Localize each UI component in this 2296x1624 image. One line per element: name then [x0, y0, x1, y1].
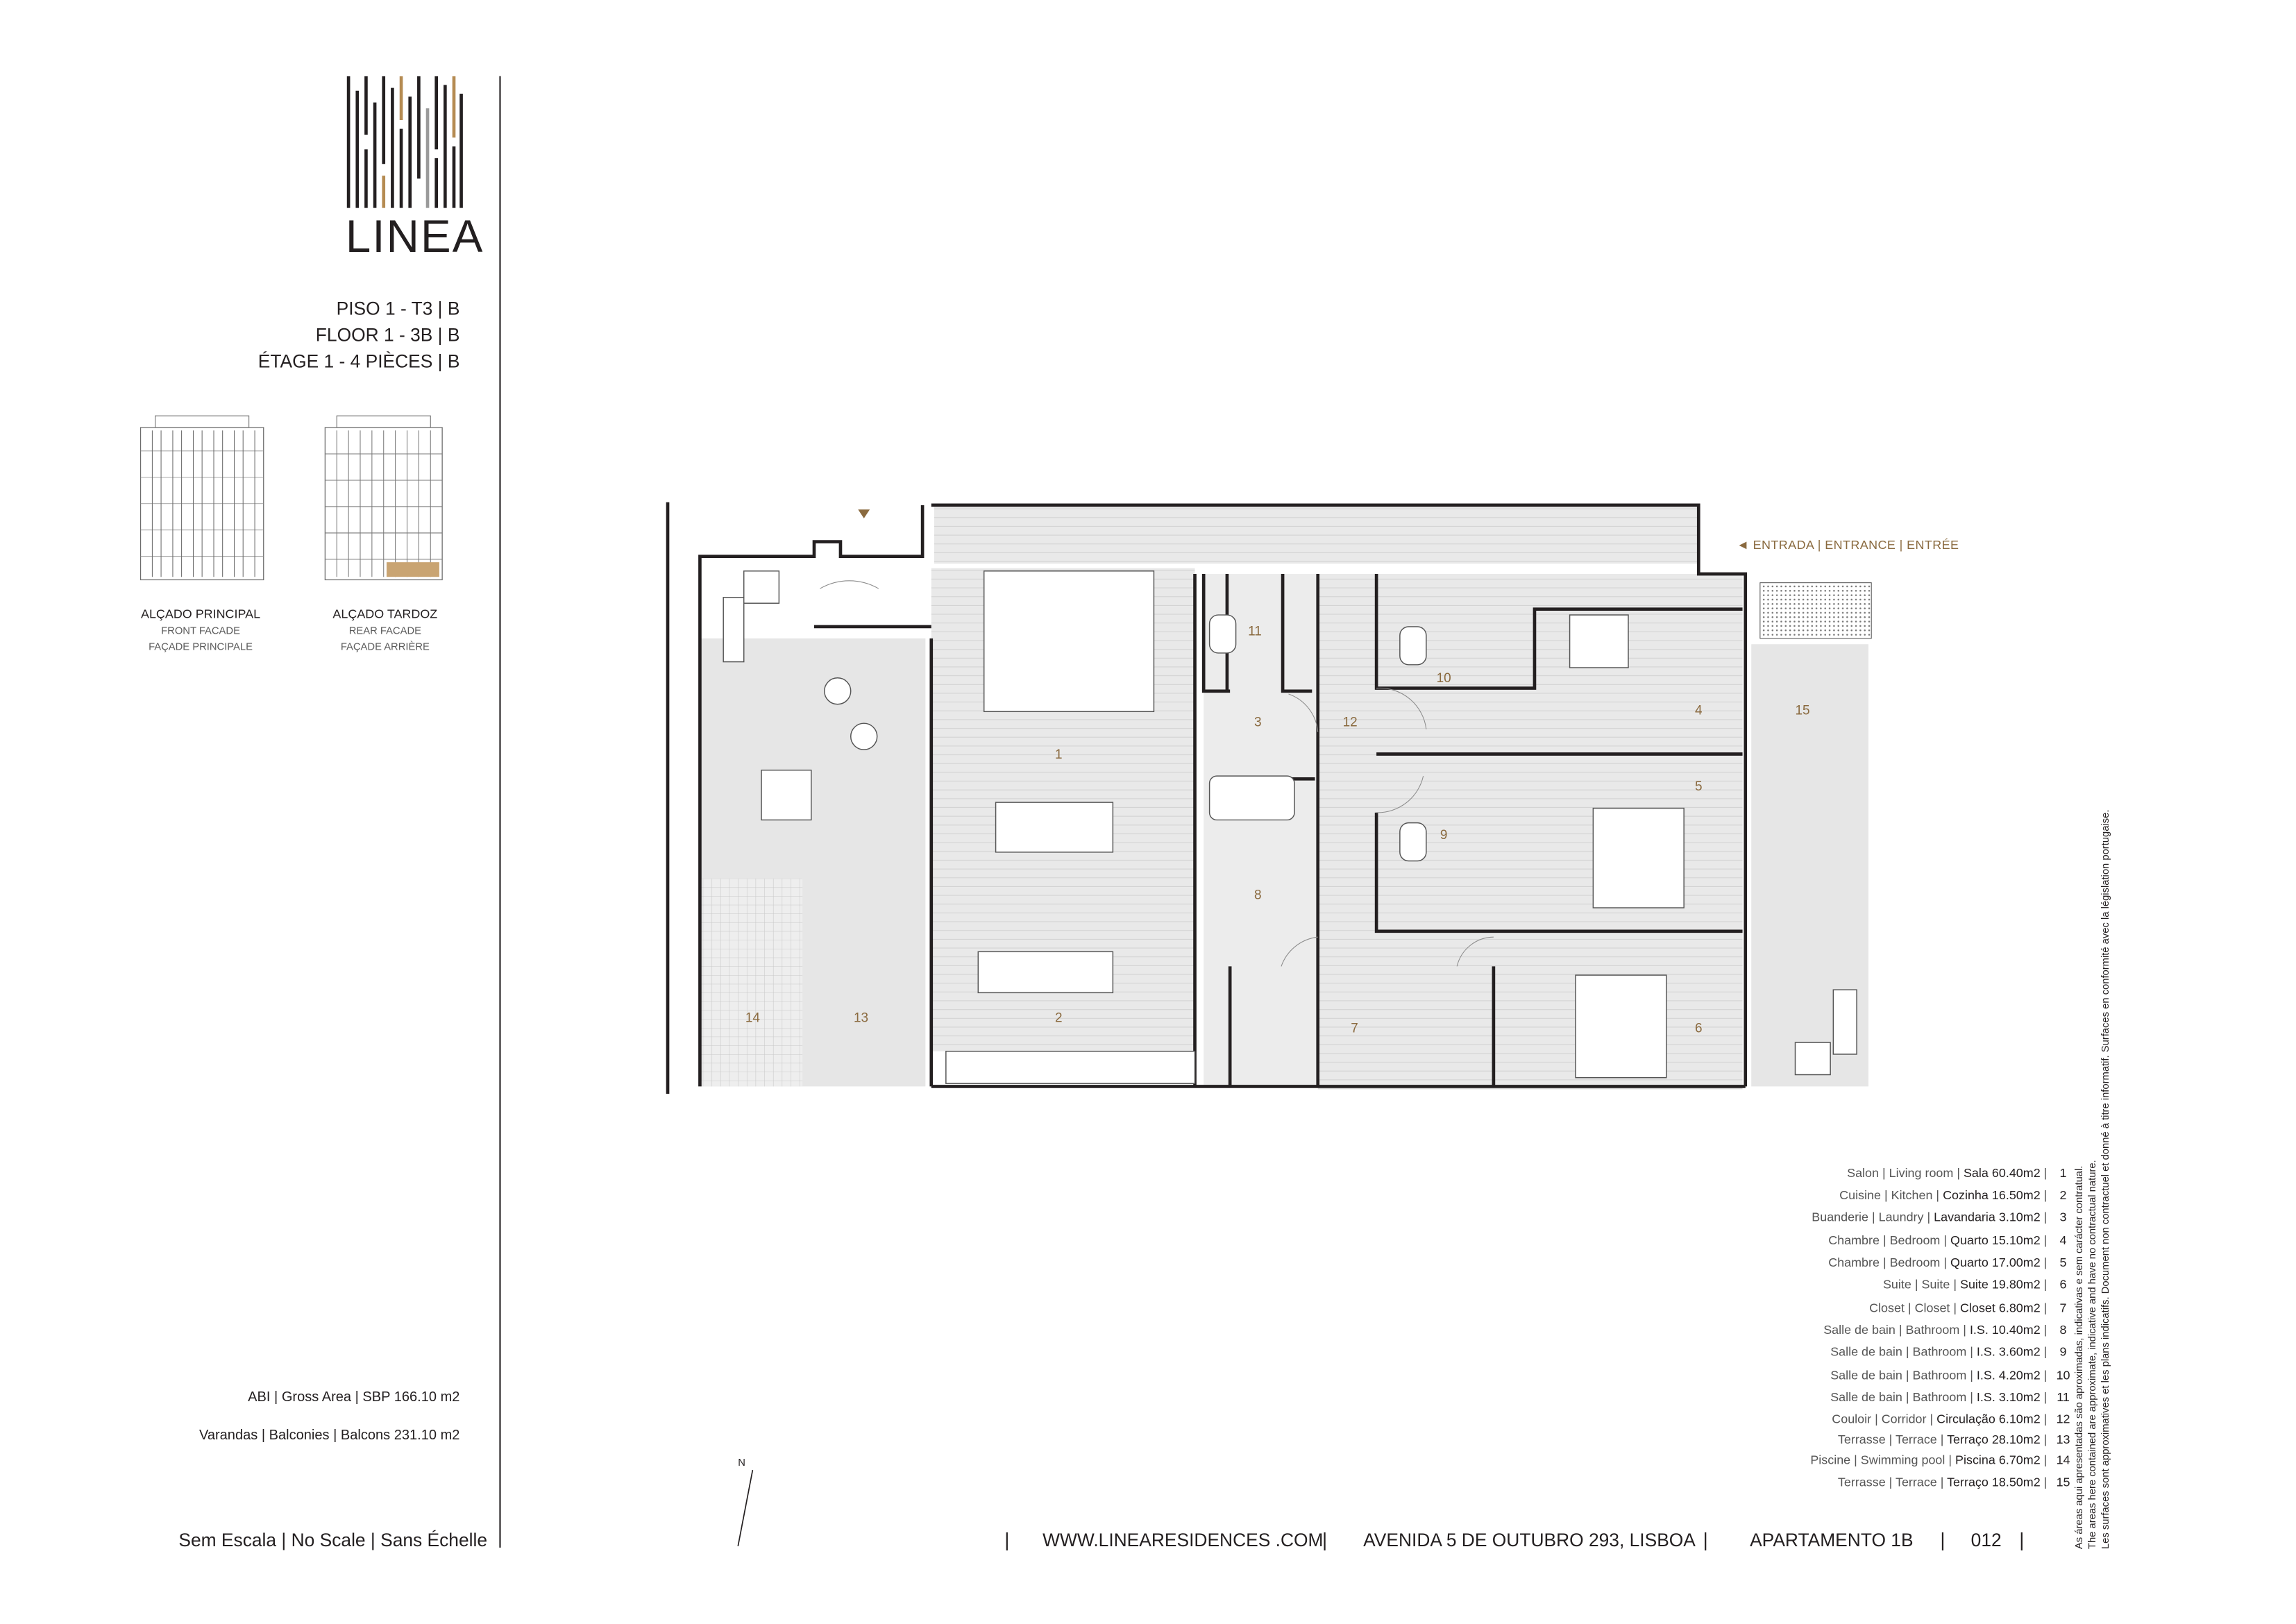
- footer-page-number: 012: [1970, 1530, 2002, 1551]
- legend-row: Salle de bain | Bathroom | I.S. 10.40m2 …: [1823, 1322, 2048, 1337]
- plan-title-pt: PISO 1 - T3 | B: [336, 298, 460, 319]
- front-facade-thumbnail: [140, 415, 264, 581]
- legend-num: 8: [2059, 1322, 2067, 1337]
- legend-row: Salle de bain | Bathroom | I.S. 3.60m2 |: [1830, 1344, 2048, 1359]
- logo-bars-graphic: [346, 76, 463, 208]
- room-label-5: 5: [1695, 779, 1703, 794]
- footer-separator: |: [1940, 1528, 1945, 1551]
- footer-apartment: APARTAMENTO 1B: [1750, 1530, 1914, 1551]
- footer-separator: |: [1322, 1528, 1328, 1551]
- legend-row: Piscine | Swimming pool | Piscina 6.70m2…: [1810, 1452, 2048, 1467]
- service-core-floor: [1204, 574, 1318, 1087]
- room-label-3: 3: [1254, 715, 1262, 729]
- legend-row: Terrasse | Terrace | Terraço 28.10m2 |: [1837, 1432, 2048, 1447]
- disclaimer-en: The areas here contained are approximate…: [2088, 1160, 2099, 1550]
- plan-title-en: FLOOR 1 - 3B | B: [315, 325, 460, 346]
- balconies-area: Varandas | Balconies | Balcons 231.10 m2: [199, 1427, 460, 1444]
- entry-marker-icon: [858, 509, 870, 518]
- room-label-11: 11: [1248, 625, 1262, 639]
- legend-row: Chambre | Bedroom | Quarto 15.10m2 |: [1828, 1233, 2048, 1248]
- room-label-15: 15: [1795, 704, 1809, 718]
- legend-num: 11: [2057, 1389, 2070, 1405]
- footer-separator: |: [2019, 1528, 2025, 1551]
- floor-plan-drawing: 1 2 3 4 5 6 7 8 9 10 11 12 13 14 15: [666, 502, 1872, 1094]
- room-label-8: 8: [1254, 888, 1262, 902]
- legend-num: 4: [2059, 1233, 2067, 1248]
- front-facade-sub-en: FRONT FACADE: [161, 626, 240, 637]
- disclaimer-vertical: As áreas aqui apresentadas são aproximad…: [2073, 810, 2113, 1549]
- legend-num: 14: [2056, 1452, 2070, 1467]
- legend-row: Cuisine | Kitchen | Cozinha 16.50m2 |: [1839, 1187, 2048, 1203]
- room-label-2: 2: [1055, 1011, 1063, 1026]
- legend-row: Closet | Closet | Closet 6.80m2 |: [1869, 1300, 2048, 1315]
- room-label-4: 4: [1695, 704, 1703, 718]
- legend-row: Salon | Living room | Sala 60.40m2 |: [1847, 1165, 2048, 1181]
- rear-facade-title: ALÇADO TARDOZ: [332, 606, 438, 621]
- legend-num: 3: [2059, 1209, 2067, 1224]
- room-label-10: 10: [1437, 671, 1451, 686]
- legend-row: Terrasse | Terrace | Terraço 18.50m2 |: [1837, 1474, 2048, 1489]
- legend-num: 1: [2059, 1165, 2067, 1181]
- north-arrow-icon: [737, 1469, 754, 1547]
- legend-num: 9: [2059, 1344, 2067, 1359]
- legend-row: Salle de bain | Bathroom | I.S. 4.20m2 |: [1830, 1367, 2048, 1382]
- legend-num: 5: [2059, 1255, 2067, 1270]
- room-label-6: 6: [1695, 1021, 1703, 1035]
- legend-num: 10: [2056, 1367, 2070, 1382]
- rear-facade-sub-fr: FAÇADE ARRIÈRE: [340, 643, 430, 653]
- legend-num: 2: [2059, 1187, 2067, 1203]
- front-facade-caption: ALÇADO PRINCIPAL FRONT FACADE FAÇADE PRI…: [117, 606, 285, 653]
- footer-address: AVENIDA 5 DE OUTUBRO 293, LISBOA: [1363, 1530, 1696, 1551]
- legend-row: Salle de bain | Bathroom | I.S. 3.10m2 |: [1830, 1389, 2048, 1405]
- plan-title-fr: ÉTAGE 1 - 4 PIÈCES | B: [258, 351, 460, 372]
- scale-note: Sem Escala | No Scale | Sans Échelle: [178, 1530, 488, 1551]
- panel-divider: [499, 76, 501, 1548]
- rear-facade-thumbnail: [324, 415, 443, 581]
- legend-row: Couloir | Corridor | Circulação 6.10m2 |: [1832, 1411, 2048, 1426]
- legend-num: 12: [2056, 1411, 2070, 1426]
- footer-separator: |: [1004, 1528, 1010, 1551]
- legend-num: 6: [2059, 1276, 2067, 1292]
- disclaimer-pt: As áreas aqui apresentadas são aproximad…: [2075, 1165, 2086, 1550]
- legend-num: 7: [2059, 1300, 2067, 1315]
- legend-row: Suite | Suite | Suite 19.80m2 |: [1882, 1276, 2048, 1292]
- entrance-label: ◄ ENTRADA | ENTRANCE | ENTRÉE: [1737, 537, 1959, 552]
- front-facade-title: ALÇADO PRINCIPAL: [140, 606, 261, 621]
- planter-east: [1759, 582, 1872, 639]
- legend-row: Chambre | Bedroom | Quarto 17.00m2 |: [1828, 1255, 2048, 1270]
- front-facade-sub-fr: FAÇADE PRINCIPALE: [149, 643, 253, 653]
- rear-facade-sub-en: REAR FACADE: [348, 626, 421, 637]
- room-label-12: 12: [1343, 715, 1358, 729]
- logo-wordmark: LINEA: [345, 210, 484, 262]
- legend-row: Buanderie | Laundry | Lavandaria 3.10m2 …: [1812, 1209, 2048, 1224]
- room-label-1: 1: [1055, 747, 1063, 762]
- room-label-13: 13: [854, 1011, 868, 1026]
- room-label-14: 14: [745, 1011, 760, 1026]
- room-label-7: 7: [1351, 1021, 1358, 1035]
- footer-website: WWW.LINEARESIDENCES .COM: [1043, 1530, 1324, 1551]
- legend-num: 15: [2056, 1474, 2070, 1489]
- gross-area: ABI | Gross Area | SBP 166.10 m2: [248, 1389, 460, 1406]
- north-label: N: [738, 1458, 745, 1469]
- room-label-9: 9: [1440, 828, 1448, 843]
- balcony-north-fill: [934, 505, 1699, 564]
- disclaimer-fr: Les surfaces sont approximatives et les …: [2101, 809, 2112, 1550]
- pool-14-fill: [700, 878, 803, 1087]
- footer-separator: |: [1703, 1528, 1708, 1551]
- legend-num: 13: [2056, 1432, 2070, 1447]
- rear-facade-caption: ALÇADO TARDOZ REAR FACADE FAÇADE ARRIÈRE: [302, 606, 469, 653]
